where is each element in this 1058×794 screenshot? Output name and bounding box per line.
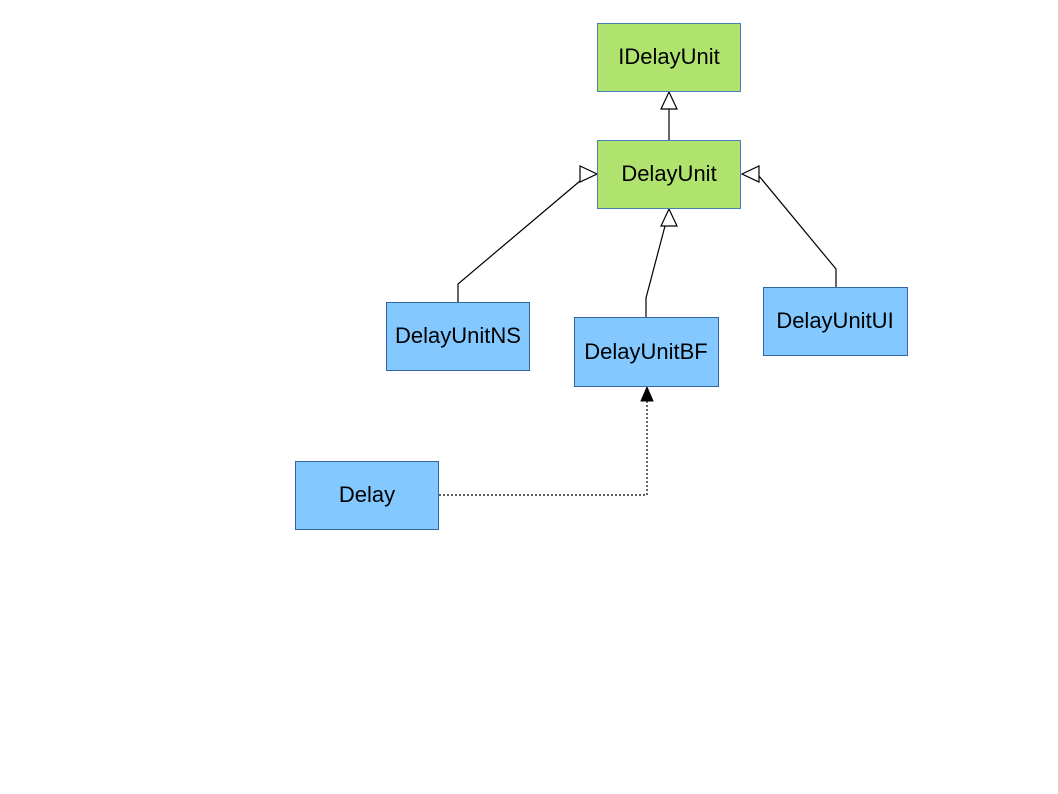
generalization-arrowhead [660, 207, 678, 227]
edge-delayunitns-to-delayunit [457, 180, 581, 302]
idelayunit-label: IDelayUnit [618, 44, 719, 69]
delayunitns-label: DelayUnitNS [395, 323, 521, 348]
generalization-arrowhead [740, 165, 760, 183]
delay-label: Delay [339, 482, 395, 507]
node-delayunitui[interactable]: DelayUnitUI [763, 287, 908, 356]
idelayunit-box [597, 23, 741, 92]
node-delay[interactable]: Delay [295, 461, 439, 530]
generalization-arrowhead [579, 165, 599, 183]
delayunit-box [597, 140, 741, 209]
edge-delayunitbf-to-delayunit [645, 225, 666, 317]
delay-box [295, 461, 439, 530]
node-delayunitns[interactable]: DelayUnitNS [386, 302, 530, 371]
node-idelayunit[interactable]: IDelayUnit [597, 23, 741, 92]
delayunitui-box [763, 287, 908, 356]
generalization-arrowhead [660, 90, 678, 110]
edge-delayunitui-to-delayunit [758, 175, 837, 287]
delayunitbf-label: DelayUnitBF [584, 339, 707, 364]
delayunit-label: DelayUnit [621, 161, 716, 186]
edges [439, 90, 837, 496]
node-delayunit[interactable]: DelayUnit [597, 140, 741, 209]
edge-delay-to-delayunitbf [439, 401, 648, 496]
node-delayunitbf[interactable]: DelayUnitBF [574, 317, 719, 387]
delayunitns-box [386, 302, 530, 371]
delayunitui-label: DelayUnitUI [776, 308, 893, 333]
dependency-arrowhead [640, 385, 654, 402]
delayunitbf-box [574, 317, 719, 387]
